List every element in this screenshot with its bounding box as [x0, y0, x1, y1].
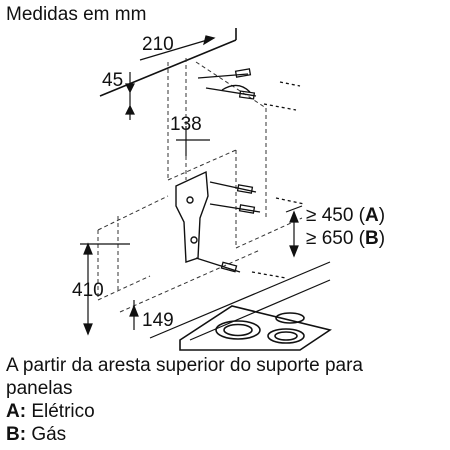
min-distance-gas-label: ≥ 650 (B)	[306, 228, 385, 249]
legend-a-key: A:	[6, 401, 27, 422]
mounting-bracket	[175, 170, 209, 263]
screws-and-dowels	[195, 68, 305, 279]
caption-legend-a: A: Elétrico	[6, 400, 446, 423]
dim-45-label: 45	[102, 70, 123, 91]
caption-legend-b: B: Gás	[6, 423, 446, 446]
caption-line-1: A partir da aresta superior do suporte p…	[6, 355, 363, 376]
legend-b-text: Gás	[26, 424, 67, 445]
min-electric-key: A	[365, 205, 379, 226]
dim-138-label: 138	[170, 114, 202, 135]
ceiling-line	[99, 28, 237, 97]
worktop-lines	[149, 261, 331, 341]
legend-a-text: Elétrico	[26, 401, 95, 422]
min-distance-electric-label: ≥ 450 (A)	[306, 205, 385, 226]
dim-410-label: 410	[72, 280, 104, 301]
min-electric-prefix: ≥ 450 (	[306, 205, 366, 226]
cooktop	[179, 305, 332, 351]
dim-149-label: 149	[142, 310, 174, 331]
min-electric-suffix: )	[379, 205, 385, 226]
page-title: Medidas em mm	[6, 4, 147, 25]
min-gas-key: B	[365, 228, 379, 249]
hood-outline-dashed	[97, 58, 303, 313]
caption: A partir da aresta superior do suporte p…	[6, 354, 446, 446]
dim-210-label: 210	[142, 34, 174, 55]
min-gas-prefix: ≥ 650 (	[306, 228, 366, 249]
caption-line-2: panelas	[6, 378, 73, 399]
dimension-lines	[80, 35, 303, 336]
legend-b-key: B:	[6, 424, 27, 445]
min-gas-suffix: )	[379, 228, 385, 249]
